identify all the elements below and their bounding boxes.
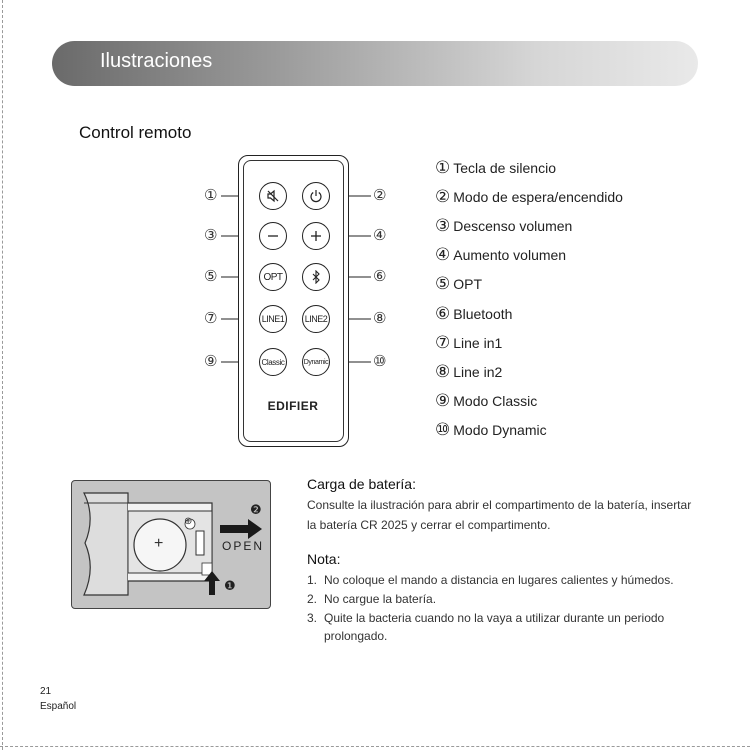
power-icon: [309, 189, 323, 203]
section-title: Control remoto: [79, 123, 192, 142]
callout-9: ⑨: [204, 353, 218, 370]
volume-up-button[interactable]: [302, 222, 330, 250]
classic-button[interactable]: Classic: [259, 348, 287, 376]
line2-button[interactable]: LINE2: [302, 305, 330, 333]
page-border-bottom: [0, 746, 750, 747]
battery-instructions: Consulte la ilustración para abrir el co…: [307, 498, 692, 532]
line1-label: LINE1: [261, 314, 285, 324]
minus-icon: [266, 229, 280, 243]
opt-label: OPT: [263, 271, 283, 283]
callout-10: ⑩: [373, 353, 387, 370]
opt-button[interactable]: OPT: [259, 263, 287, 291]
banner-title: Ilustraciones: [100, 50, 213, 72]
remote-brand-logo: EDIFIER: [267, 399, 319, 413]
bluetooth-button[interactable]: [302, 263, 330, 291]
note-list: 1.No coloque el mando a distancia en lug…: [307, 571, 697, 646]
power-button[interactable]: [302, 182, 330, 210]
note-title: Nota:: [307, 551, 341, 567]
battery-illustration: ❷ OPEN ❶ + ⊕: [71, 480, 271, 609]
classic-label: Classic: [261, 357, 285, 367]
remote-inner-frame: [243, 160, 344, 442]
callout-8: ⑧: [373, 310, 387, 327]
list-item: 3.Quite la bacteria cuando no la vaya a …: [307, 611, 665, 643]
terminal-plus-sign: ⊕: [184, 516, 193, 527]
callout-3: ③: [204, 227, 218, 244]
step-1-marker: ❶: [224, 578, 236, 593]
volume-down-button[interactable]: [259, 222, 287, 250]
dynamic-label: Dynamic: [303, 358, 329, 366]
battery-title: Carga de batería:: [307, 476, 416, 492]
plus-icon: [309, 229, 323, 243]
callout-6: ⑥: [373, 268, 387, 285]
battery-plus-sign: +: [154, 535, 164, 552]
open-label: OPEN: [222, 539, 265, 553]
callout-5: ⑤: [204, 268, 218, 285]
bluetooth-icon: [310, 270, 322, 284]
dynamic-button[interactable]: Dynamic: [302, 348, 330, 376]
page-number: 21: [40, 686, 52, 697]
list-item: 1.No coloque el mando a distancia en lug…: [307, 573, 674, 587]
line1-button[interactable]: LINE1: [259, 305, 287, 333]
page-border-left: [2, 0, 3, 750]
page-language: Español: [40, 701, 77, 712]
step-2-marker: ❷: [250, 502, 262, 517]
callout-1: ①: [204, 187, 218, 204]
battery-compartment-drawing: [83, 492, 262, 596]
remote-control: [238, 155, 349, 447]
list-item: 2.No cargue la batería.: [307, 592, 437, 606]
callout-2: ②: [373, 187, 387, 204]
callout-7: ⑦: [204, 310, 218, 327]
section-banner: Ilustraciones: [52, 41, 698, 86]
mute-icon: [266, 189, 280, 203]
callout-4: ④: [373, 227, 387, 244]
line2-label: LINE2: [304, 314, 328, 324]
mute-button[interactable]: [259, 182, 287, 210]
